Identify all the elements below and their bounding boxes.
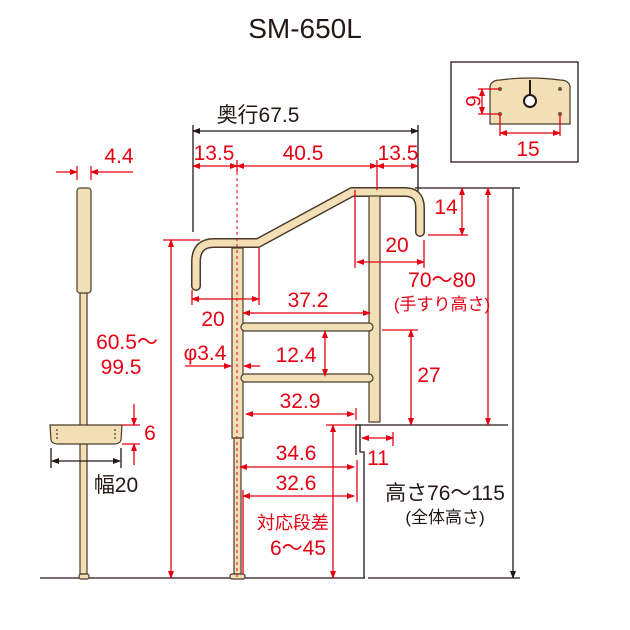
step-dist-2-label: 32.6 <box>276 472 317 495</box>
model-title: SM-650L <box>248 13 362 44</box>
rail-spacing-label: 12.4 <box>276 344 317 367</box>
handrail-height-label: 70～80 <box>408 269 476 292</box>
post-height-label-1: 60.5～ <box>96 331 158 354</box>
rail-width-label: 37.2 <box>288 289 329 312</box>
seg-left-label: 13.5 <box>194 142 235 165</box>
hook-drop-label: 14 <box>434 196 458 219</box>
seg-right-label: 13.5 <box>378 142 419 165</box>
handrail-front-view <box>191 172 425 580</box>
right-overhang-label: 20 <box>385 234 408 257</box>
total-height-label: 高さ76～115 <box>385 482 505 505</box>
handrail-height-note: (手すり高さ) <box>394 295 490 314</box>
depth-label: 奥行67.5 <box>217 104 300 127</box>
step-base-label: 11 <box>367 447 389 470</box>
grip-diameter-label: 4.4 <box>104 145 134 168</box>
step-range-value: 6～45 <box>270 537 326 560</box>
total-height-note: (全体高さ) <box>405 508 484 527</box>
base-height-label: 6 <box>144 422 156 445</box>
seg-mid-label: 40.5 <box>283 142 324 165</box>
rail-bottom-height-label: 27 <box>417 364 440 387</box>
step-dist-1-label: 34.6 <box>276 442 317 465</box>
base-plate-inset: 6 15 <box>450 61 579 163</box>
post-height-label-2: 99.5 <box>101 356 142 379</box>
front-dimensions: 奥行67.5 13.5 40.5 13.5 14 20 70～80 (手すり高さ… <box>163 104 505 579</box>
left-overhang-label: 20 <box>201 308 224 331</box>
lower-rail-width-label: 32.9 <box>280 390 321 413</box>
pipe-diameter-label: φ3.4 <box>184 342 227 365</box>
handrail-side-view: 4.4 60.5～ 99.5 6 幅20 <box>49 145 158 580</box>
base-width-label: 幅20 <box>94 474 138 497</box>
inset-15-label: 15 <box>516 138 539 161</box>
step-range-label: 対応段差 <box>257 513 329 533</box>
floor-step <box>40 125 520 579</box>
inset-6-label: 6 <box>461 95 484 107</box>
